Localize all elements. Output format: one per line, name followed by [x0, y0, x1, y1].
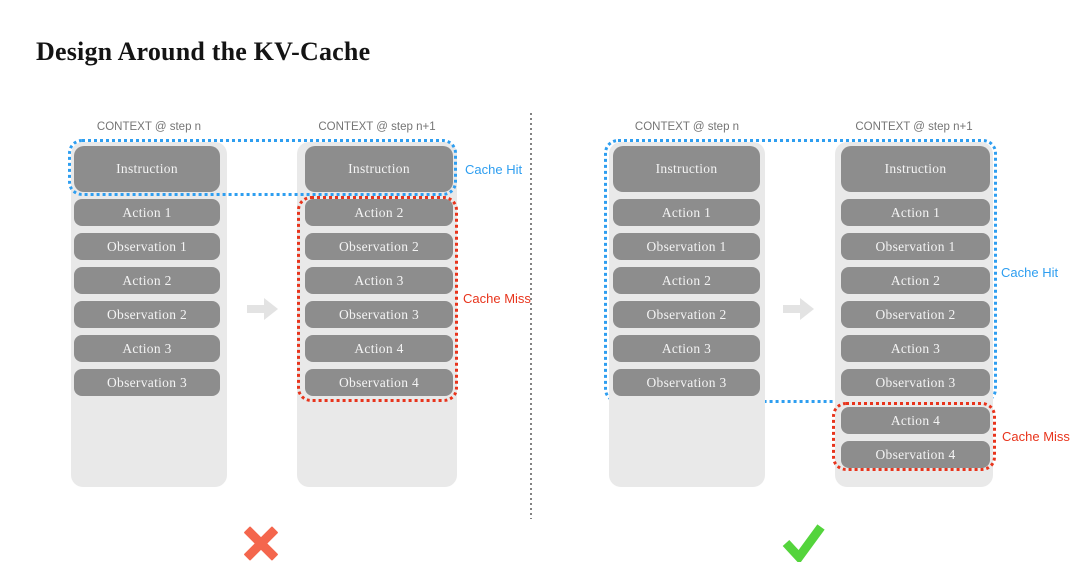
context-box: Action 1: [74, 199, 220, 226]
cache-miss-label: Cache Miss: [463, 291, 531, 306]
context-box: Observation 2: [841, 301, 990, 328]
cache-hit-label: Cache Hit: [1001, 265, 1059, 280]
context-box: Instruction: [841, 146, 990, 192]
panel-good-example: CONTEXT @ step n CONTEXT @ step n+1 Inst…: [600, 115, 1080, 565]
context-box: Action 3: [841, 335, 990, 362]
context-box: Observation 3: [613, 369, 760, 396]
context-box: Observation 1: [74, 233, 220, 260]
context-box: Observation 4: [305, 369, 453, 396]
context-box: Observation 4: [841, 441, 990, 468]
context-box: Observation 1: [613, 233, 760, 260]
cache-miss-label: Cache Miss: [1002, 429, 1070, 444]
arrow-shaft: [247, 305, 265, 313]
cache-hit-label: Cache Hit: [465, 162, 523, 177]
context-box: Action 2: [613, 267, 760, 294]
context-box: Action 4: [305, 335, 453, 362]
context-box: Instruction: [74, 146, 220, 192]
context-box: Observation 3: [74, 369, 220, 396]
context-box: Action 2: [305, 199, 453, 226]
context-box: Observation 2: [613, 301, 760, 328]
context-step-n1-label: CONTEXT @ step n+1: [855, 121, 973, 133]
context-box: Observation 3: [305, 301, 453, 328]
context-step-n-label: CONTEXT @ step n: [634, 121, 740, 133]
context-box: Observation 2: [74, 301, 220, 328]
context-box: Observation 1: [841, 233, 990, 260]
context-box: Action 3: [74, 335, 220, 362]
context-box: Observation 3: [841, 369, 990, 396]
panel-bad-example: CONTEXT @ step n CONTEXT @ step n+1 Inst…: [66, 115, 546, 565]
step-transition-arrow-icon: [247, 298, 278, 320]
context-box: Action 4: [841, 407, 990, 434]
context-box: Action 3: [613, 335, 760, 362]
panel-divider: [530, 113, 532, 519]
arrow-shaft: [783, 305, 801, 313]
page-title: Design Around the KV-Cache: [36, 37, 371, 67]
step-transition-arrow-icon: [783, 298, 814, 320]
context-box: Instruction: [305, 146, 453, 192]
context-box: Action 1: [841, 199, 990, 226]
arrow-head: [800, 298, 814, 320]
cache-hit-region: [68, 139, 457, 196]
context-box: Action 2: [841, 267, 990, 294]
context-step-n1-label: CONTEXT @ step n+1: [318, 121, 436, 133]
context-box: Action 2: [74, 267, 220, 294]
context-step-n-label: CONTEXT @ step n: [96, 121, 202, 133]
context-box: Observation 2: [305, 233, 453, 260]
check-icon: [780, 522, 826, 562]
cache-miss-region: [297, 196, 458, 402]
context-box: Instruction: [613, 146, 760, 192]
context-box: Action 3: [305, 267, 453, 294]
cache-miss-region: [832, 402, 996, 471]
context-box: Action 1: [613, 199, 760, 226]
arrow-head: [264, 298, 278, 320]
cache-hit-region: [604, 139, 997, 403]
cross-icon: [243, 525, 279, 561]
